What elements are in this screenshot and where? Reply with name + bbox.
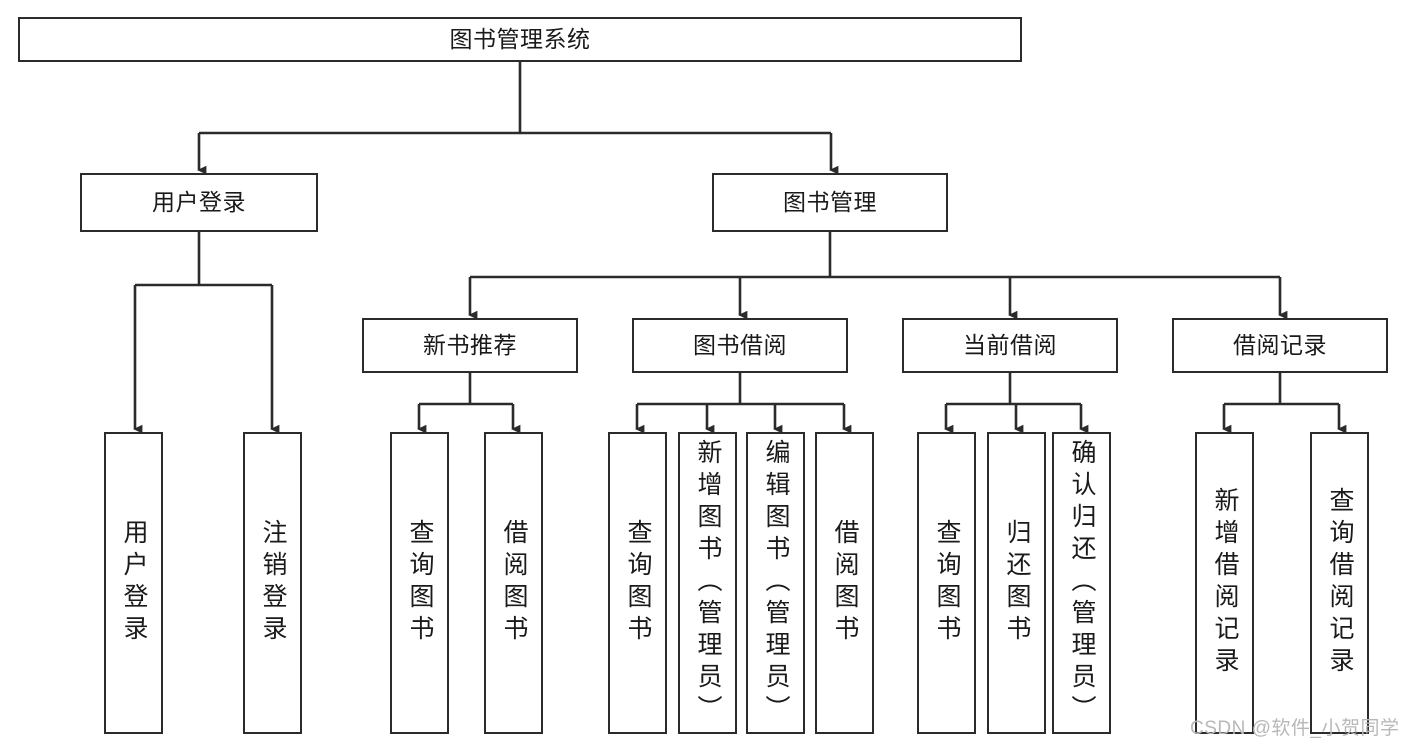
node-leaf-user-logout[interactable]: 注销登录 [243, 432, 302, 734]
node-leaf-edit-book-admin-label: 编辑图书（管理员） [762, 439, 790, 727]
node-root[interactable]: 图书管理系统 [18, 17, 1022, 62]
node-leaf-query-book-1-label: 查询图书 [406, 519, 434, 647]
node-leaf-add-book-admin-label: 新增图书（管理员） [694, 439, 722, 727]
node-leaf-query-borrow-record[interactable]: 查询借阅记录 [1310, 432, 1369, 734]
node-user-login-label: 用户登录 [152, 189, 246, 216]
node-leaf-return-book[interactable]: 归还图书 [987, 432, 1046, 734]
watermark-text: CSDN @软件_小贺同学 [1190, 718, 1400, 739]
node-leaf-query-borrow-record-label: 查询借阅记录 [1326, 487, 1354, 679]
node-book-borrow-label: 图书借阅 [693, 332, 787, 359]
node-new-book-recommend[interactable]: 新书推荐 [362, 318, 578, 373]
node-current-borrow-label: 当前借阅 [963, 332, 1057, 359]
node-leaf-query-book-3-label: 查询图书 [933, 519, 961, 647]
node-new-book-recommend-label: 新书推荐 [423, 332, 517, 359]
node-leaf-query-book-2-label: 查询图书 [624, 519, 652, 647]
node-book-management-label: 图书管理 [783, 189, 877, 216]
node-book-borrow[interactable]: 图书借阅 [632, 318, 848, 373]
node-leaf-user-login[interactable]: 用户登录 [104, 432, 163, 734]
node-leaf-edit-book-admin[interactable]: 编辑图书（管理员） [746, 432, 805, 734]
node-leaf-query-book-3[interactable]: 查询图书 [917, 432, 976, 734]
node-leaf-query-book-2[interactable]: 查询图书 [608, 432, 667, 734]
node-leaf-add-borrow-record-label: 新增借阅记录 [1211, 487, 1239, 679]
node-leaf-query-book-1[interactable]: 查询图书 [390, 432, 449, 734]
node-leaf-return-book-label: 归还图书 [1003, 519, 1031, 647]
node-current-borrow[interactable]: 当前借阅 [902, 318, 1118, 373]
node-leaf-borrow-book-2-label: 借阅图书 [831, 519, 859, 647]
node-borrow-record[interactable]: 借阅记录 [1172, 318, 1388, 373]
node-book-management[interactable]: 图书管理 [712, 173, 948, 232]
node-leaf-user-login-label: 用户登录 [120, 519, 148, 647]
node-leaf-user-logout-label: 注销登录 [259, 519, 287, 647]
node-root-label: 图书管理系统 [449, 26, 591, 53]
node-leaf-add-book-admin[interactable]: 新增图书（管理员） [678, 432, 737, 734]
node-leaf-confirm-return-admin[interactable]: 确认归还（管理员） [1052, 432, 1111, 734]
node-leaf-add-borrow-record[interactable]: 新增借阅记录 [1195, 432, 1254, 734]
node-user-login[interactable]: 用户登录 [80, 173, 318, 232]
node-leaf-borrow-book-1[interactable]: 借阅图书 [484, 432, 543, 734]
node-leaf-confirm-return-admin-label: 确认归还（管理员） [1068, 439, 1096, 727]
node-borrow-record-label: 借阅记录 [1233, 332, 1327, 359]
node-leaf-borrow-book-2[interactable]: 借阅图书 [815, 432, 874, 734]
node-leaf-borrow-book-1-label: 借阅图书 [500, 519, 528, 647]
